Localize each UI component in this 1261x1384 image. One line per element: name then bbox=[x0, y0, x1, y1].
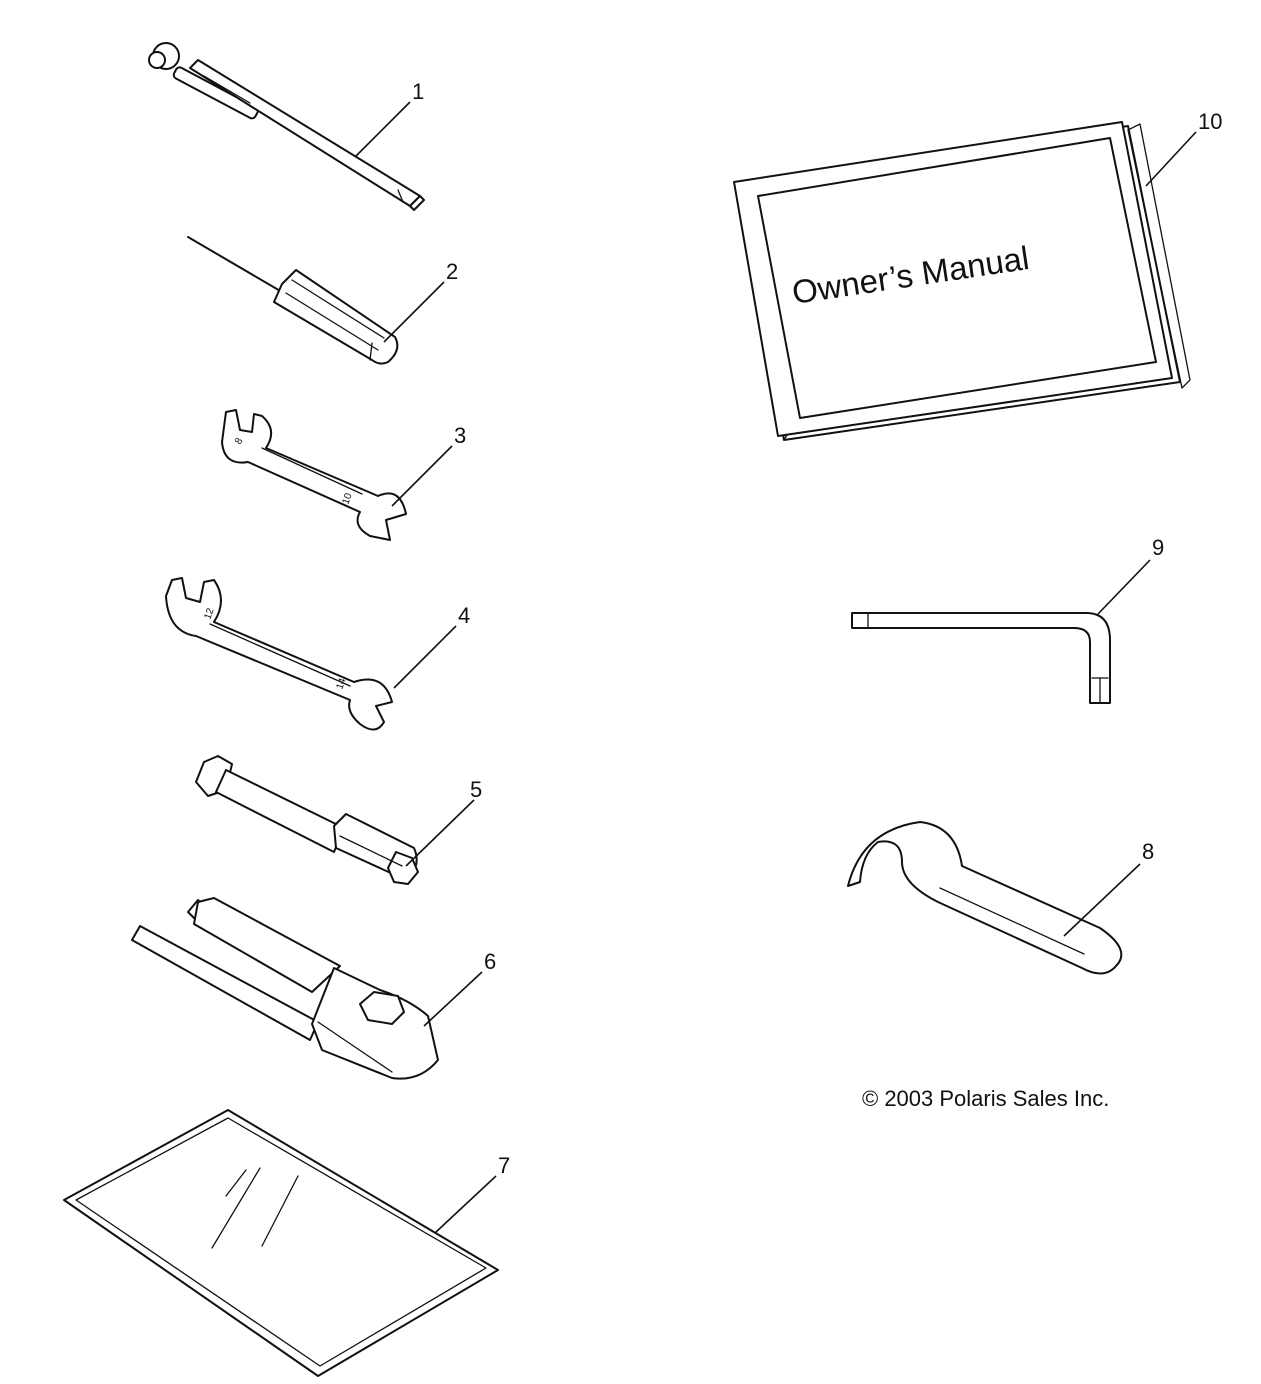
callout-8: 8 bbox=[1142, 839, 1154, 864]
svg-text:4: 4 bbox=[458, 603, 470, 628]
svg-text:© 2003 Polaris Sales Inc.: © 2003 Polaris Sales Inc. bbox=[862, 1086, 1109, 1111]
wrench-large-size-label-a: 12 bbox=[202, 606, 216, 621]
wrench-small-size-label-b: 10 bbox=[340, 491, 354, 506]
svg-text:12: 12 bbox=[202, 606, 216, 621]
svg-text:1: 1 bbox=[412, 79, 424, 104]
callout-5: 5 bbox=[470, 777, 482, 802]
callout-6: 6 bbox=[484, 949, 496, 974]
part-1-pressure-gauge[interactable] bbox=[148, 42, 425, 211]
part-2-screwdriver[interactable] bbox=[187, 236, 399, 365]
callout-7: 7 bbox=[498, 1153, 510, 1178]
part-7-tool-pouch[interactable] bbox=[63, 1109, 499, 1377]
svg-text:2: 2 bbox=[446, 259, 458, 284]
svg-text:3: 3 bbox=[454, 423, 466, 448]
part-8-hook-spanner[interactable] bbox=[847, 821, 1123, 975]
svg-text:10: 10 bbox=[340, 491, 354, 506]
svg-text:6: 6 bbox=[484, 949, 496, 974]
svg-text:7: 7 bbox=[498, 1153, 510, 1178]
callout-4: 4 bbox=[458, 603, 470, 628]
svg-text:9: 9 bbox=[1152, 535, 1164, 560]
svg-text:8: 8 bbox=[233, 436, 246, 447]
callout-10: 10 bbox=[1198, 109, 1222, 134]
part-9-hex-key[interactable] bbox=[851, 612, 1111, 704]
svg-text:5: 5 bbox=[470, 777, 482, 802]
svg-text:14: 14 bbox=[334, 676, 348, 691]
part-4-open-wrench-large[interactable]: 12 14 bbox=[165, 577, 393, 731]
part-5-spark-plug-socket[interactable] bbox=[195, 755, 419, 885]
part-3-open-wrench-small[interactable]: 8 10 bbox=[221, 409, 407, 541]
svg-text:8: 8 bbox=[1142, 839, 1154, 864]
callout-3: 3 bbox=[454, 423, 466, 448]
wrench-large-size-label-b: 14 bbox=[334, 676, 348, 691]
wrench-small-size-label-a: 8 bbox=[233, 436, 246, 447]
svg-text:10: 10 bbox=[1198, 109, 1222, 134]
callout-9: 9 bbox=[1152, 535, 1164, 560]
copyright-notice: © 2003 Polaris Sales Inc. bbox=[862, 1086, 1109, 1111]
leader-lines bbox=[355, 101, 1197, 1233]
part-6-combination-tool[interactable] bbox=[131, 897, 439, 1080]
callout-2: 2 bbox=[446, 259, 458, 284]
callout-1: 1 bbox=[412, 79, 424, 104]
part-10-owners-manual[interactable]: Owner’s Manual bbox=[733, 121, 1191, 441]
